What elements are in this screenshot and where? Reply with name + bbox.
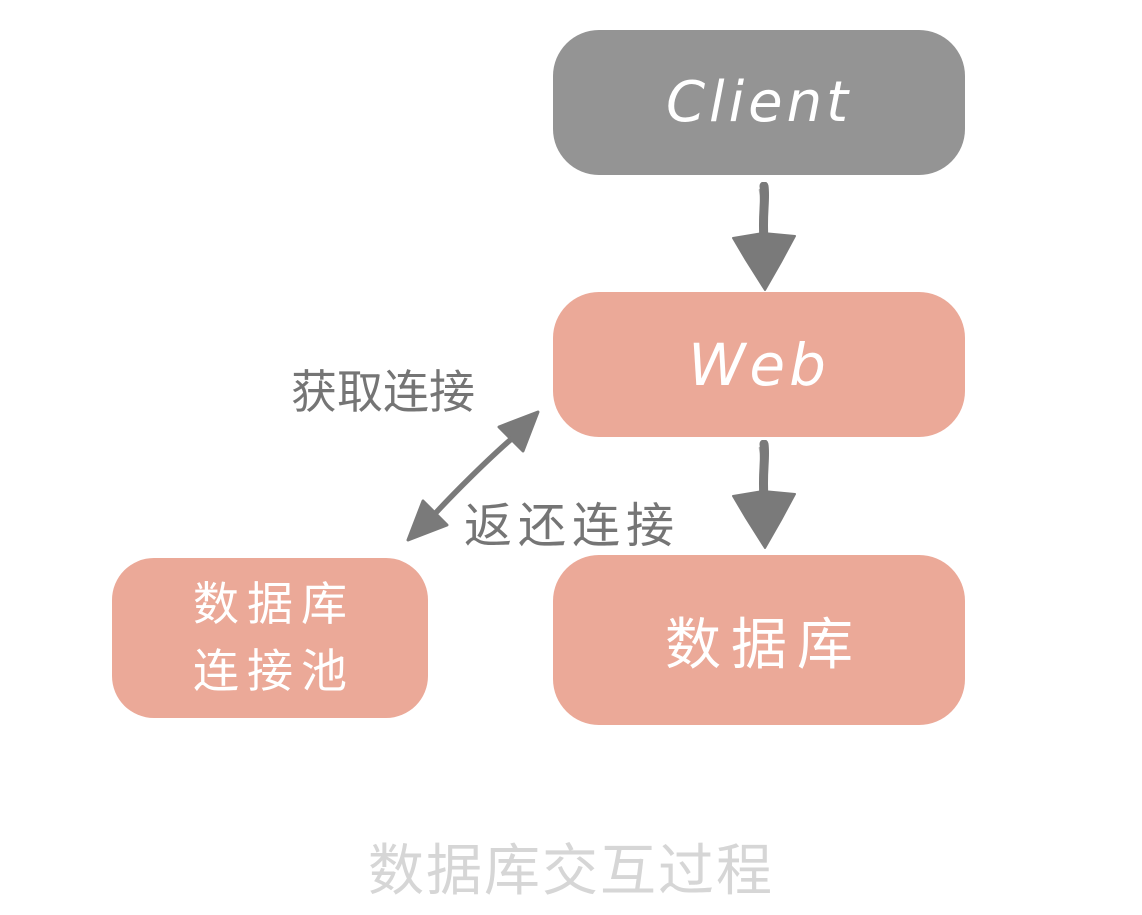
edge-label-acquire-connection: 获取连接 — [291, 365, 475, 419]
double-arrow-web-pool-icon — [406, 410, 540, 542]
node-connection-pool-label-line2: 连接池 — [193, 644, 355, 698]
node-web-label: Web — [688, 330, 830, 399]
arrow-web-to-database-icon — [732, 440, 796, 549]
node-database-label: 数据库 — [665, 612, 863, 678]
edge-label-return-connection: 返还连接 — [464, 498, 681, 554]
arrow-client-to-web-icon — [732, 182, 796, 291]
node-web: Web — [553, 292, 965, 437]
node-client: Client — [553, 30, 965, 175]
node-connection-pool-label-line1: 数据库 — [193, 577, 355, 632]
node-database: 数据库 — [553, 555, 965, 725]
node-client-label: Client — [665, 70, 853, 135]
diagram-title: 数据库交互过程 — [368, 839, 774, 904]
node-connection-pool: 数据库 连接池 — [112, 558, 428, 718]
